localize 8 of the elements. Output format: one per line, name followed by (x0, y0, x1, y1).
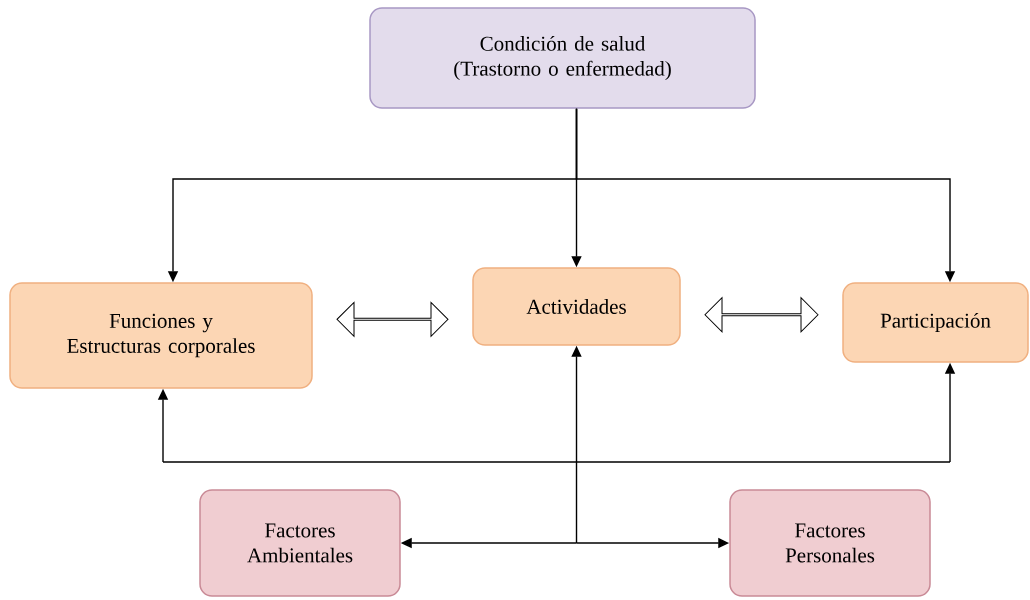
rounded-box: Condición de salud (Trastorno o enfermedad) (369, 7, 756, 109)
rounded-box: Factores Personales (729, 489, 931, 597)
rounded-box: Actividades (472, 267, 681, 346)
hollow-arrow (336, 301, 449, 337)
rounded-box: Funciones y Estructuras corporales (9, 282, 313, 389)
rounded-box: Factores Ambientales (199, 489, 401, 597)
rounded-box: Participación (842, 282, 1029, 363)
hollow-arrow (704, 297, 819, 333)
